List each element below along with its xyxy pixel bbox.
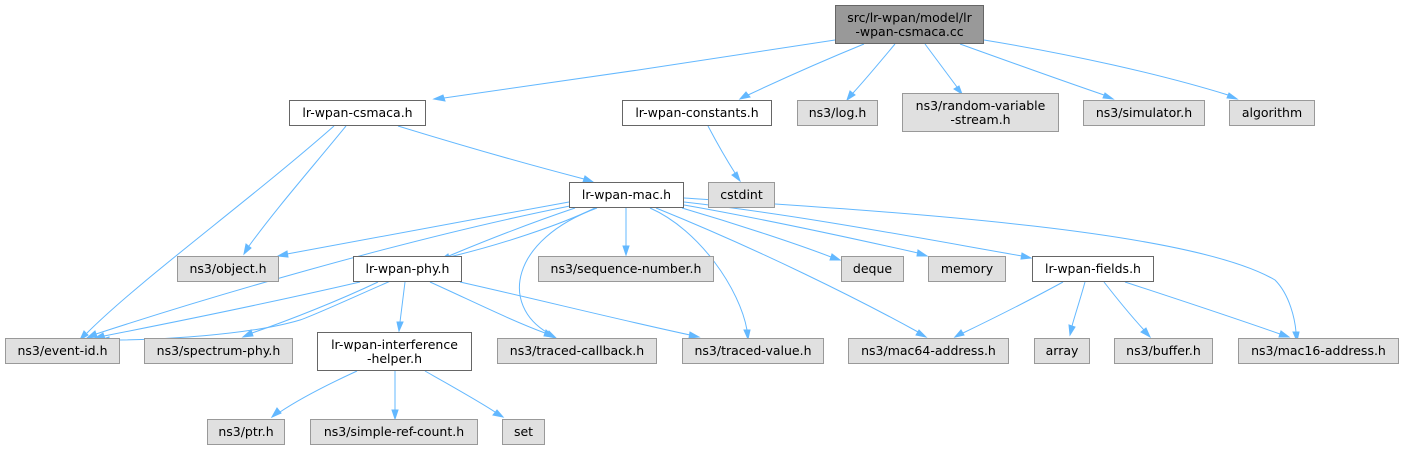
node-set[interactable]: set (502, 419, 545, 445)
node-ns3-random-variable-stream-h[interactable]: ns3/random-variable-stream.h (902, 93, 1059, 132)
edge-mac-mac64 (655, 207, 928, 338)
node-ns3-buffer-h[interactable]: ns3/buffer.h (1114, 338, 1213, 364)
edge-root-simulator (959, 43, 1115, 100)
node-ns3-object-h[interactable]: ns3/object.h (177, 256, 279, 282)
edge-root-algorithm (983, 39, 1239, 100)
node-ns3-mac64-address-h[interactable]: ns3/mac64-address.h (848, 338, 1009, 364)
node-ns3-ptr-h[interactable]: ns3/ptr.h (207, 419, 285, 445)
node-ns3-traced-value-h[interactable]: ns3/traced-value.h (682, 338, 824, 364)
node-ns3-event-id-h[interactable]: ns3/event-id.h (5, 338, 120, 364)
edge-fields-mac64 (953, 281, 1064, 338)
node-ns3-simulator-h[interactable]: ns3/simulator.h (1083, 100, 1205, 126)
node-ns3-mac16-address-h[interactable]: ns3/mac16-address.h (1238, 338, 1399, 364)
edge-mac-eventid (85, 205, 571, 339)
edge-phy-tcallback (429, 281, 556, 338)
edge-csmaca-mac (397, 125, 595, 183)
node-ns3-simple-ref-count-h[interactable]: ns3/simple-ref-count.h (310, 419, 478, 445)
node-lr-wpan-csmaca-h[interactable]: lr-wpan-csmaca.h (289, 100, 426, 126)
edge-root-random (924, 43, 963, 96)
node-ns3-traced-callback-h[interactable]: ns3/traced-callback.h (497, 338, 657, 364)
node-ns3-spectrum-phy-h[interactable]: ns3/spectrum-phy.h (144, 338, 293, 364)
edge-csmaca-object (243, 125, 347, 256)
node-lr-wpan-mac-h[interactable]: lr-wpan-mac.h (569, 182, 684, 208)
edge-mac-tvalue (649, 207, 751, 341)
node-lr-wpan-interference-helper-h[interactable]: lr-wpan-interference-helper.h (317, 332, 472, 371)
node-lr-wpan-fields-h[interactable]: lr-wpan-fields.h (1032, 256, 1154, 282)
node-lr-wpan-constants-h[interactable]: lr-wpan-constants.h (622, 100, 772, 126)
edge-phy-tvalue (459, 281, 701, 339)
edge-fields-mac16 (1124, 281, 1291, 338)
node-ns3-log-h[interactable]: ns3/log.h (797, 100, 878, 126)
edge-mac-seqnum (622, 208, 630, 257)
edge-phy-eventid (93, 281, 361, 340)
edge-interf-set (424, 370, 505, 418)
edge-mac-object (276, 201, 570, 258)
edge-mac-phy (438, 207, 596, 261)
edge-constants-cstdint (707, 125, 741, 183)
edge-interf-ptr (270, 370, 358, 419)
edge-root-constants (738, 43, 865, 100)
edge-phy-spectrum (241, 281, 379, 338)
node-deque[interactable]: deque (841, 256, 904, 282)
node-ns3-sequence-number-h[interactable]: ns3/sequence-number.h (538, 256, 714, 282)
edge-interf-refcount (391, 371, 399, 421)
edge-fields-array (1068, 281, 1086, 337)
node-root-file[interactable]: src/lr-wpan/model/lr-wpan-csmaca.cc (835, 5, 984, 44)
node-cstdint[interactable]: cstdint (708, 182, 775, 208)
node-lr-wpan-phy-h[interactable]: lr-wpan-phy.h (353, 256, 462, 282)
node-memory[interactable]: memory (928, 256, 1006, 282)
edge-root-log (846, 43, 896, 102)
edge-phy-interf (396, 281, 406, 333)
edge-fields-buffer (1103, 281, 1152, 339)
edge-mac-deque (681, 207, 842, 261)
edge-csmaca-eventid (78, 125, 335, 342)
node-algorithm[interactable]: algorithm (1229, 100, 1315, 126)
edge-root-csmaca (432, 39, 836, 102)
node-array[interactable]: array (1034, 338, 1090, 364)
edge-mac-fields (683, 201, 1033, 260)
edge-mac-memory (683, 204, 929, 257)
